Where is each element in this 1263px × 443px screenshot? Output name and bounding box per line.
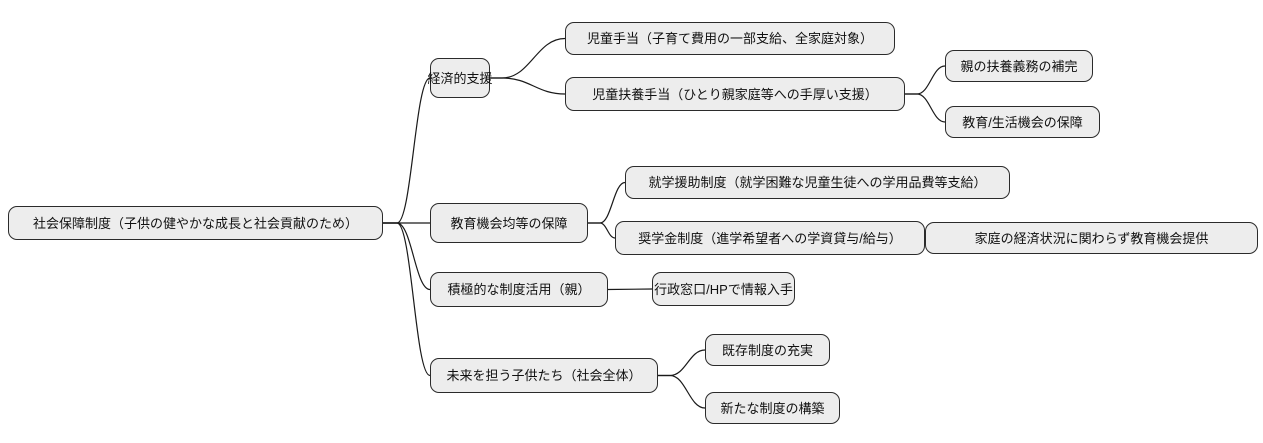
- mindmap-edge-support-to-chance: [905, 93, 946, 123]
- mindmap-node-use[interactable]: 積極的な制度活用（親）: [430, 272, 608, 307]
- mindmap-node-label: 経済的支援: [427, 70, 493, 86]
- mindmap-edge-root-to-econ: [383, 77, 431, 224]
- mindmap-node-equalchance[interactable]: 家庭の経済状況に関わらず教育機会提供: [925, 222, 1258, 254]
- mindmap-node-label: 社会保障制度（子供の健やかな成長と社会貢献のため）: [32, 215, 358, 231]
- mindmap-edge-use-to-window: [607, 288, 653, 291]
- mindmap-node-label: 児童手当（子育て費用の一部支給、全家庭対象）: [586, 31, 873, 46]
- mindmap-edge-root-to-use: [383, 222, 431, 291]
- mindmap-edge-edu-to-schoolaid: [588, 181, 626, 224]
- mindmap-node-label: 積極的な制度活用（親）: [447, 282, 591, 297]
- mindmap-node-future[interactable]: 未来を担う子供たち（社会全体）: [430, 358, 658, 393]
- mindmap-node-label: 既存制度の充実: [721, 342, 813, 358]
- mindmap-node-chance[interactable]: 教育/生活機会の保障: [945, 106, 1100, 138]
- mindmap-edge-edu-to-scholarship: [588, 222, 616, 239]
- mindmap-edge-econ-to-allowance: [490, 37, 566, 79]
- mindmap-edge-support-to-duty: [905, 65, 946, 95]
- mindmap-node-label: 児童扶養手当（ひとり親家庭等への手厚い支援）: [592, 86, 878, 102]
- mindmap-node-root[interactable]: 社会保障制度（子供の健やかな成長と社会貢献のため）: [8, 206, 383, 240]
- mindmap-node-duty[interactable]: 親の扶養義務の補完: [945, 50, 1093, 82]
- mindmap-node-label: 就学援助制度（就学困難な児童生徒への学用品費等支給）: [648, 175, 987, 190]
- mindmap-node-enhance[interactable]: 既存制度の充実: [705, 334, 830, 366]
- mindmap-node-label: 行政窓口/HPで情報入手: [654, 281, 793, 297]
- mindmap-node-label: 奨学金制度（進学希望者への学資貸与/給与）: [638, 230, 902, 246]
- mindmap-node-label: 親の扶養義務の補完: [960, 58, 1078, 74]
- mindmap-edge-future-to-newsystem: [658, 374, 706, 409]
- mindmap-node-window[interactable]: 行政窓口/HPで情報入手: [652, 272, 795, 306]
- mindmap-node-label: 家庭の経済状況に関わらず教育機会提供: [974, 230, 1209, 246]
- mindmap-node-support[interactable]: 児童扶養手当（ひとり親家庭等への手厚い支援）: [565, 77, 905, 111]
- mindmap-node-schoolaid[interactable]: 就学援助制度（就学困難な児童生徒への学用品費等支給）: [625, 166, 1010, 199]
- mindmap-node-label: 未来を担う子供たち（社会全体）: [446, 368, 642, 383]
- mindmap-node-scholarship[interactable]: 奨学金制度（進学希望者への学資貸与/給与）: [615, 221, 925, 255]
- mindmap-node-label: 新たな制度の構築: [720, 400, 825, 416]
- mindmap-edge-root-to-future: [383, 222, 431, 377]
- mindmap-node-label: 教育/生活機会の保障: [962, 114, 1083, 130]
- mindmap-node-label: 教育機会均等の保障: [450, 215, 568, 231]
- mindmap-edge-econ-to-support: [490, 77, 566, 95]
- mindmap-edge-future-to-enhance: [658, 349, 706, 377]
- mindmap-node-econ[interactable]: 経済的支援: [427, 58, 493, 98]
- mindmap-node-edu[interactable]: 教育機会均等の保障: [430, 203, 588, 243]
- mindmap-node-allowance[interactable]: 児童手当（子育て費用の一部支給、全家庭対象）: [565, 22, 895, 55]
- mindmap-node-newsystem[interactable]: 新たな制度の構築: [705, 392, 840, 424]
